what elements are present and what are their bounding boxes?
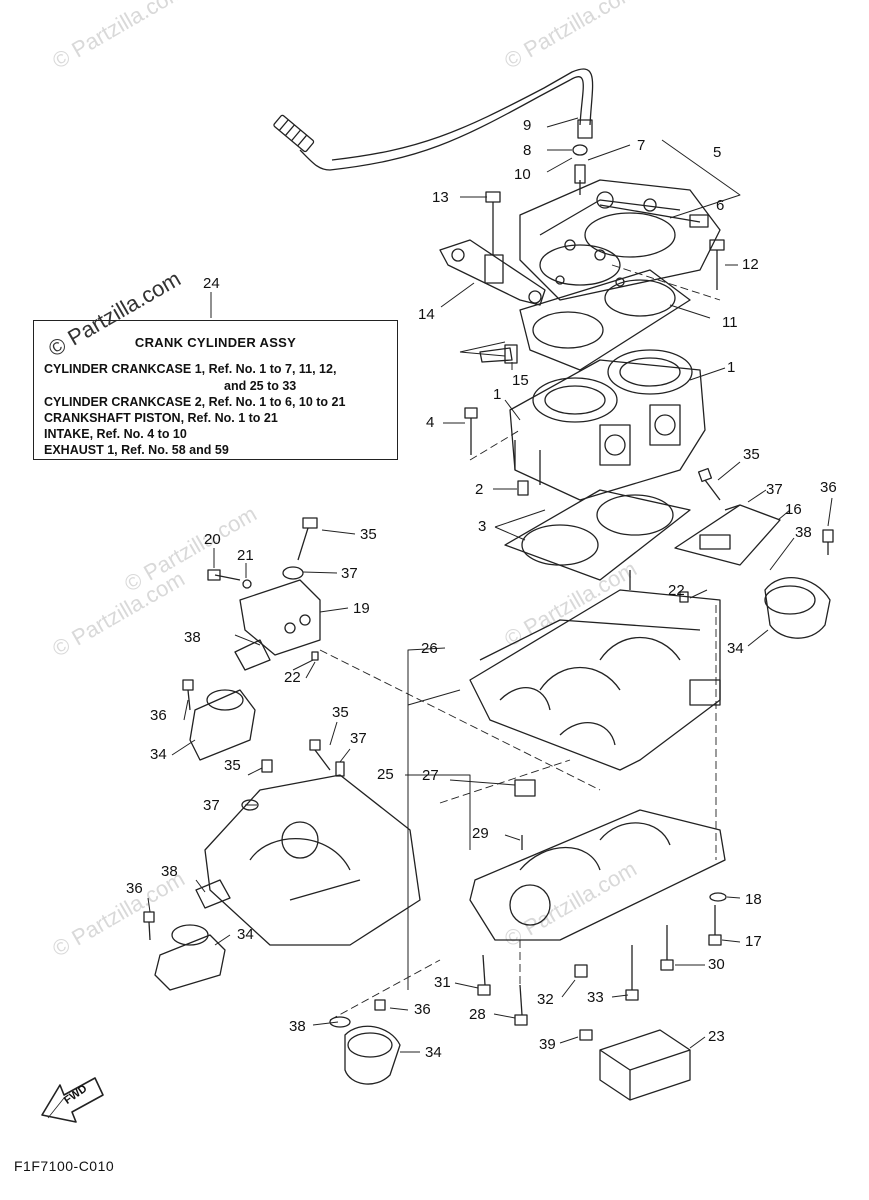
base-gasket-drawing (504, 489, 691, 581)
callout-number: 35 (743, 446, 760, 463)
cylinder-head-drawing (519, 164, 721, 301)
bottom-bolts-drawing (477, 892, 727, 1026)
callout-number: 1 (727, 359, 736, 376)
callout-number: 17 (745, 933, 762, 950)
callout-number: 28 (469, 1006, 486, 1023)
engine-mount-drawing (143, 639, 271, 991)
callout-number: 16 (785, 501, 802, 518)
callout-number: 13 (432, 189, 449, 206)
callout-number: 2 (475, 481, 484, 498)
callout-number: 1 (493, 386, 502, 403)
callout-number: 37 (203, 797, 220, 814)
head-gasket-drawing (519, 269, 691, 371)
legend-line: EXHAUST 1, Ref. No. 58 and 59 (44, 443, 229, 457)
callout-number: 23 (708, 1028, 725, 1045)
callout-number: 15 (512, 372, 529, 389)
callout-number: 9 (523, 117, 532, 134)
callout-number: 36 (126, 880, 143, 897)
fwd-arrow-icon (41, 1077, 104, 1123)
callout-number: 27 (422, 767, 439, 784)
callout-number: 33 (587, 989, 604, 1006)
callout-number: 8 (523, 142, 532, 159)
callout-number: 24 (203, 275, 220, 292)
callout-number: 36 (820, 479, 837, 496)
upper-crankcase-drawing (469, 570, 721, 771)
callout-number: 36 (414, 1001, 431, 1018)
callout-number: 37 (766, 481, 783, 498)
callout-number: 21 (237, 547, 254, 564)
leader-lines (147, 117, 833, 1053)
legend-line: CYLINDER CRANKCASE 2, Ref. No. 1 to 6, 1… (44, 395, 346, 409)
callout-number: 35 (224, 757, 241, 774)
callout-number: 34 (425, 1044, 442, 1061)
crankcase-side-cover-drawing (204, 739, 421, 946)
callout-number: 39 (539, 1036, 556, 1053)
callout-number: 34 (727, 640, 744, 657)
mount-bracket-drawing (207, 517, 321, 661)
callout-number: 26 (421, 640, 438, 657)
callout-number: 7 (637, 137, 646, 154)
legend-line: and 25 to 33 (224, 379, 297, 393)
callout-number: 32 (537, 991, 554, 1008)
callout-number: 38 (795, 524, 812, 541)
electrical-box-drawing (579, 1029, 691, 1101)
callout-number: 5 (713, 144, 722, 161)
callout-number: 20 (204, 531, 221, 548)
diagram-code: F1F7100-C010 (14, 1158, 115, 1174)
alignment-lines (319, 264, 721, 1021)
callout-number: 35 (332, 704, 349, 721)
callout-number: 19 (353, 600, 370, 617)
legend-line: INTAKE, Ref. No. 4 to 10 (44, 427, 187, 441)
lower-crankcase-drawing (469, 779, 726, 941)
callout-number: 6 (716, 197, 725, 214)
intake-rubber-bottom-drawing (329, 999, 401, 1085)
legend-title: CRANK CYLINDER ASSY (134, 335, 297, 350)
assembly-legend-box: CRANK CYLINDER ASSY CYLINDER CRANKCASE 1… (33, 320, 398, 460)
callout-number: 22 (668, 582, 685, 599)
callout-number: 34 (150, 746, 167, 763)
callout-number: 14 (418, 306, 435, 323)
callout-number: 10 (514, 166, 531, 183)
callout-number: 4 (426, 414, 435, 431)
hose-drawing (273, 68, 594, 171)
callout-number: 35 (360, 526, 377, 543)
callout-number: 37 (341, 565, 358, 582)
callout-number: 18 (745, 891, 762, 908)
intake-rubber-right-drawing (764, 529, 834, 639)
reed-valve-drawing (674, 467, 781, 566)
cylinder-block-drawing (464, 349, 706, 501)
callout-number: 38 (289, 1018, 306, 1035)
legend-line: CYLINDER CRANKCASE 1, Ref. No. 1 to 7, 1… (44, 362, 337, 376)
callout-number: 38 (184, 629, 201, 646)
bracket-drawing (439, 239, 546, 306)
callout-number: 25 (377, 766, 394, 783)
legend-line: CRANKSHAFT PISTON, Ref. No. 1 to 21 (44, 411, 278, 425)
callout-number: 3 (478, 518, 487, 535)
callout-number: 37 (350, 730, 367, 747)
callout-number: 36 (150, 707, 167, 724)
callout-number: 38 (161, 863, 178, 880)
callout-number: 11 (722, 314, 738, 331)
callout-number: 22 (284, 669, 301, 686)
callout-number: 31 (434, 974, 451, 991)
bolts-drawing (479, 191, 725, 364)
callout-number: 30 (708, 956, 725, 973)
callout-number: 34 (237, 926, 254, 943)
callout-number: 29 (472, 825, 489, 842)
callout-number: 12 (742, 256, 759, 273)
